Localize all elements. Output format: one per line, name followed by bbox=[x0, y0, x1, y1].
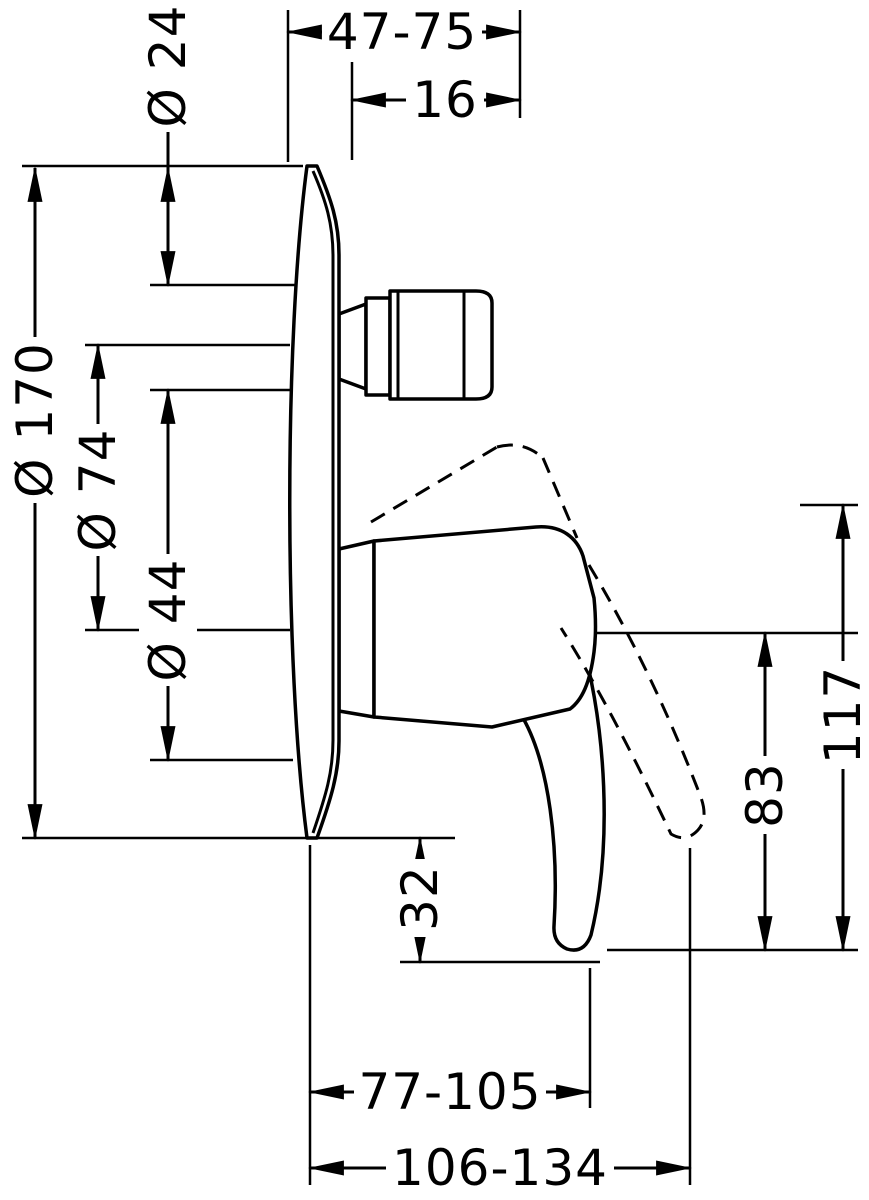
label-backing bbox=[736, 756, 794, 834]
mixer-fixture bbox=[288, 164, 706, 952]
dim-label-83-group: 83 bbox=[736, 756, 794, 834]
dim-label-dia-74-group: Ø 74 bbox=[69, 424, 127, 556]
dim-label-dia-170: Ø 170 bbox=[6, 342, 64, 498]
dim-label-106-134: 106-134 bbox=[392, 1139, 608, 1197]
dim-label-83: 83 bbox=[736, 762, 794, 828]
label-backing bbox=[386, 1140, 614, 1196]
dim-label-16: 16 bbox=[412, 71, 478, 129]
label-backing bbox=[322, 4, 482, 60]
dim-label-32: 32 bbox=[391, 865, 449, 931]
escutcheon-inner-contour bbox=[311, 170, 335, 834]
dim-label-117: 117 bbox=[814, 666, 869, 764]
alt-lever-arm bbox=[559, 564, 706, 840]
dim-label-32-group: 32 bbox=[391, 859, 449, 937]
spout-body bbox=[388, 289, 494, 401]
escutcheon-plate bbox=[288, 164, 341, 840]
label-backing bbox=[139, 0, 197, 132]
label-backing bbox=[406, 72, 484, 128]
dimension-labels: Ø 24 47-75 16 Ø 170 Ø 74 Ø 44 117 bbox=[6, 0, 869, 1197]
dim-label-dia-170-group: Ø 170 bbox=[6, 337, 64, 503]
label-backing bbox=[354, 1064, 546, 1120]
spout-flange bbox=[364, 296, 392, 397]
dim-label-117-group: 117 bbox=[814, 661, 869, 769]
dim-label-dia-24-group: Ø 24 bbox=[139, 0, 197, 132]
dim-label-dia-44: Ø 44 bbox=[139, 559, 197, 682]
dim-label-47-75-group: 47-75 bbox=[322, 3, 482, 61]
label-backing bbox=[69, 424, 127, 556]
dim-label-77-105-group: 77-105 bbox=[354, 1063, 546, 1121]
label-backing bbox=[6, 337, 64, 503]
lever-handle-alt-position bbox=[370, 443, 706, 840]
handle-stem bbox=[337, 539, 376, 719]
label-backing bbox=[139, 554, 197, 686]
label-backing bbox=[814, 661, 869, 769]
dim-label-77-105: 77-105 bbox=[358, 1063, 541, 1121]
alt-lever-side-edge bbox=[541, 457, 579, 539]
spout-stem bbox=[337, 302, 368, 391]
label-backing bbox=[391, 859, 449, 937]
dim-label-47-75: 47-75 bbox=[327, 3, 477, 61]
dim-label-106-134-group: 106-134 bbox=[386, 1139, 614, 1197]
alt-lever-cap bbox=[496, 443, 545, 460]
dim-label-dia-44-group: Ø 44 bbox=[139, 554, 197, 686]
alt-lever-top-edge bbox=[370, 445, 498, 524]
dim-label-dia-24: Ø 24 bbox=[139, 5, 197, 128]
dim-label-dia-74: Ø 74 bbox=[69, 429, 127, 552]
dim-label-16-group: 16 bbox=[406, 71, 484, 129]
handle-body bbox=[372, 525, 598, 729]
